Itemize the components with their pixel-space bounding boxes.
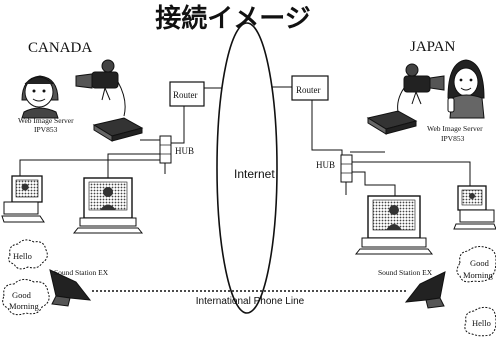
phone-line-label: International Phone Line [196,296,305,307]
bubble-left-hello-text: Hello [13,251,32,261]
internet-label: Internet [234,167,275,181]
region-label-canada: CANADA [28,40,92,56]
server-left-label: Web Image Server [18,116,74,125]
region-label-japan: JAPAN [410,39,455,55]
bubble-left-morning-text: Morning [9,301,40,311]
hub-right-label: HUB [316,160,335,170]
computer-canada-1-icon [1,175,45,223]
router-right-label: Router [296,85,321,95]
sound-station-right-icon [404,271,446,309]
wire-right-pc1 [352,171,396,198]
router-left-label: Router [173,90,198,100]
wire-left-main [19,159,160,180]
hub-left-label: HUB [175,146,194,156]
diagram-title: 接続イメージ [155,3,310,34]
bubble-left-good-text: Good [12,290,32,300]
hub-left [159,135,172,164]
router-right [291,75,329,101]
wire-right-router-hub [311,100,343,158]
computer-japan-1-icon [354,195,434,255]
person-japan-icon [447,59,485,119]
web-image-server-left [92,117,144,142]
wire-left-router-hub [170,106,185,144]
server-right-model: IPV853 [441,134,465,143]
web-image-server-right [366,110,418,135]
computer-canada-2-icon [72,177,144,234]
hub-right [340,154,353,183]
video-camera-right-icon [397,63,445,113]
sound-station-left-label: Sound Station EX [54,268,109,277]
bubble-right-good-text: Good [470,258,490,268]
network-wiring [19,86,471,198]
wire-right-pc2 [352,161,471,188]
bubble-right-hello-text: Hello [472,318,491,328]
speech-bubble-left-goodmorning: Good Morning [2,278,50,316]
speech-bubble-left-hello: Hello [8,239,48,270]
sound-station-right-label: Sound Station EX [378,268,433,277]
speech-bubble-right-hello: Hello [464,306,496,337]
internet-cloud [216,22,278,314]
sound-station-left-icon [49,269,92,307]
server-left-model: IPV853 [34,125,58,134]
router-left [169,81,205,107]
video-camera-left-icon [75,59,126,117]
bubble-right-morning-text: Morning [463,270,494,280]
wire-left-pc2 [107,153,160,178]
person-canada-icon [21,75,59,119]
server-right-label: Web Image Server [427,124,483,133]
computer-japan-2-icon [453,185,496,230]
speech-bubble-right-goodmorning: Good Morning [456,246,496,283]
